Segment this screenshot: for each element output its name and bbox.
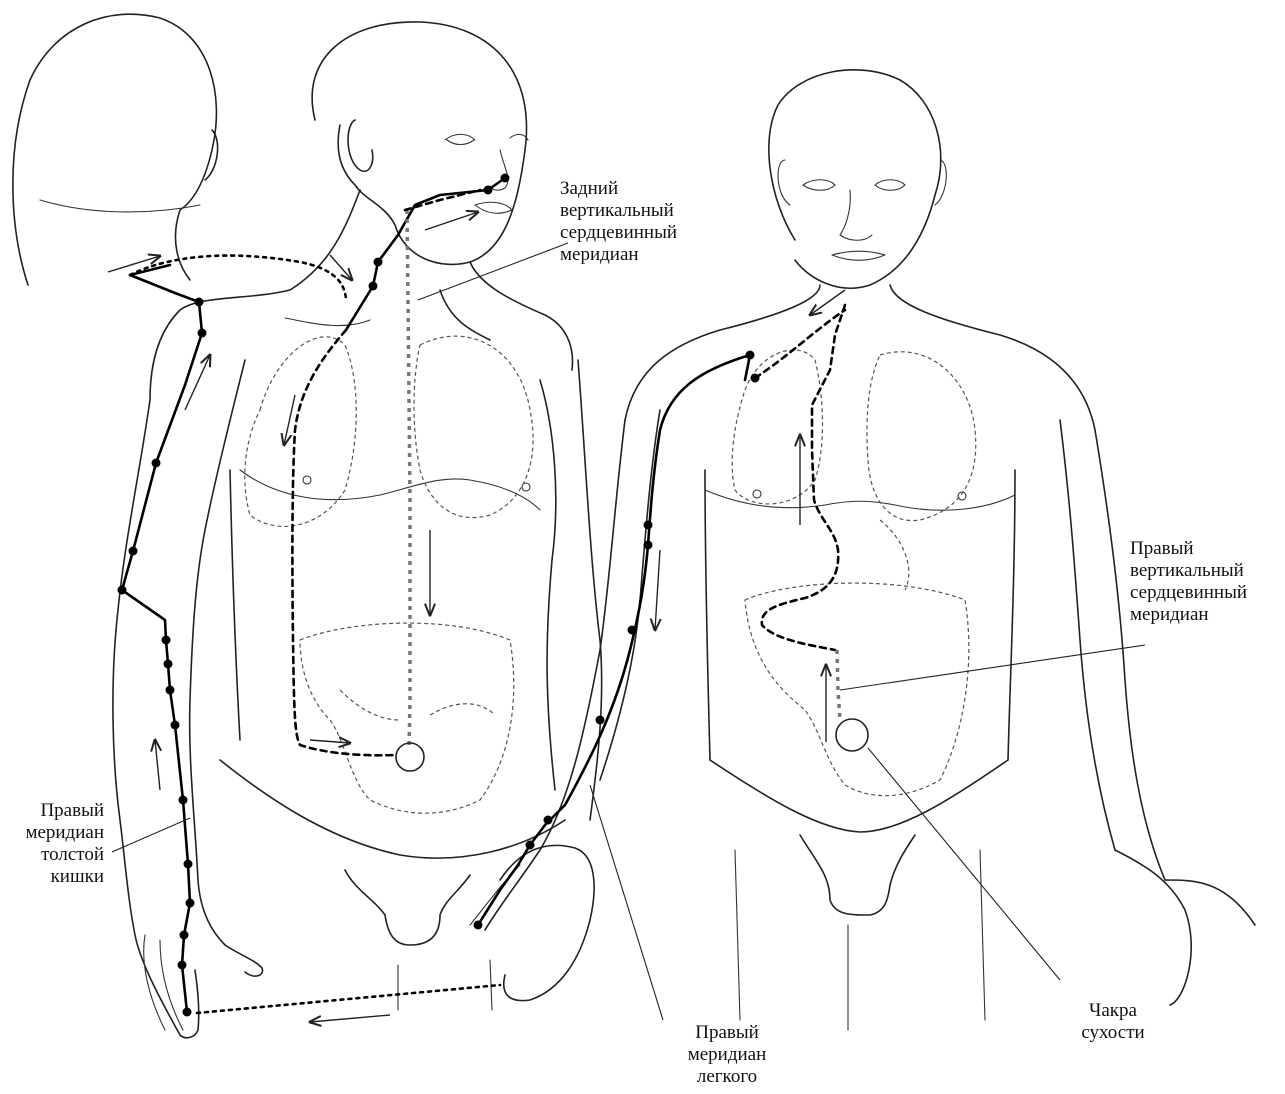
lung-acupoint-3 [643,520,653,530]
label-line: Правый [1130,538,1194,559]
flow-arrows [107,212,846,1022]
acupoint-13 [151,458,161,468]
leader-lines [111,242,1146,1021]
leader-chakra [867,747,1061,981]
label-line: толстой [41,844,104,865]
acupoint-3 [179,930,189,940]
acupoint-10 [161,635,171,645]
acupoint-15 [194,297,204,307]
acupoint-6 [178,795,188,805]
label-line: вертикальный [1130,560,1244,581]
lung-acupoint-1 [745,350,755,360]
leader-large-intestine [111,817,191,853]
label-line: сердцевинный [1130,582,1248,603]
left-figure-body [112,21,603,1039]
label-line: легкого [696,1066,758,1087]
label-line: кишки [50,866,104,887]
acupoint-12 [128,546,138,556]
label-line: меридиан [687,1044,767,1065]
label-line: меридиан [1130,604,1209,625]
acupoint-8 [165,685,175,695]
acupoint-7 [170,720,180,730]
lung-meridian [473,308,847,930]
lung-acupoint-5 [627,625,637,635]
lung-acupoint-2 [750,373,760,383]
acupoint-16 [368,281,378,291]
acupoint-14 [197,328,207,338]
left-chakra-circle [395,742,425,772]
label-line: сухости [1081,1022,1145,1043]
right-chakra-circle [835,718,869,752]
acupoint-9 [163,659,173,669]
leader-right-meridian [839,644,1146,691]
label-right-core-meridian: Правый вертикальный сердцевинный меридиа… [1130,538,1247,626]
acupoint-1 [182,1007,192,1017]
back-head-figure [12,13,219,286]
acupoint-18 [483,185,493,195]
right-figure-organs [731,349,977,797]
left-figure-organs [244,335,534,814]
label-line: Задний [560,178,619,199]
lung-acupoint-9 [473,920,483,930]
label-large-intestine-meridian: Правый меридиан толстой кишки [0,800,104,888]
label-lung-meridian: Правый меридиан легкого [672,1022,782,1088]
acupoint-5 [183,859,193,869]
lung-acupoint-7 [543,815,553,825]
right-figure-body [484,69,1256,1031]
label-dryness-chakra: Чакра сухости [1058,1000,1168,1044]
right-core-meridian [760,303,869,752]
posterior-core-meridian [291,188,482,772]
leader-lung [589,784,664,1021]
label-line: меридиан [560,244,639,265]
leader-posterior [417,242,569,301]
label-line: Правый [695,1022,759,1043]
acupoint-2 [177,960,187,970]
lung-acupoint-6 [595,715,605,725]
large-intestine-meridian [117,173,510,1017]
label-line: сердцевинный [560,222,678,243]
lung-acupoint-8 [525,840,535,850]
label-line: Правый [40,800,104,821]
label-line: меридиан [25,822,104,843]
acupoint-4 [185,898,195,908]
lung-acupoint-4 [643,540,653,550]
large-intestine-acupoints [117,173,510,1017]
acupoint-17 [373,257,383,267]
acupoint-11 [117,585,127,595]
label-line: Чакра [1089,1000,1137,1021]
label-line: вертикальный [560,200,674,221]
acupoint-19 [500,173,510,183]
label-posterior-core-meridian: Задний вертикальный сердцевинный меридиа… [560,178,677,266]
